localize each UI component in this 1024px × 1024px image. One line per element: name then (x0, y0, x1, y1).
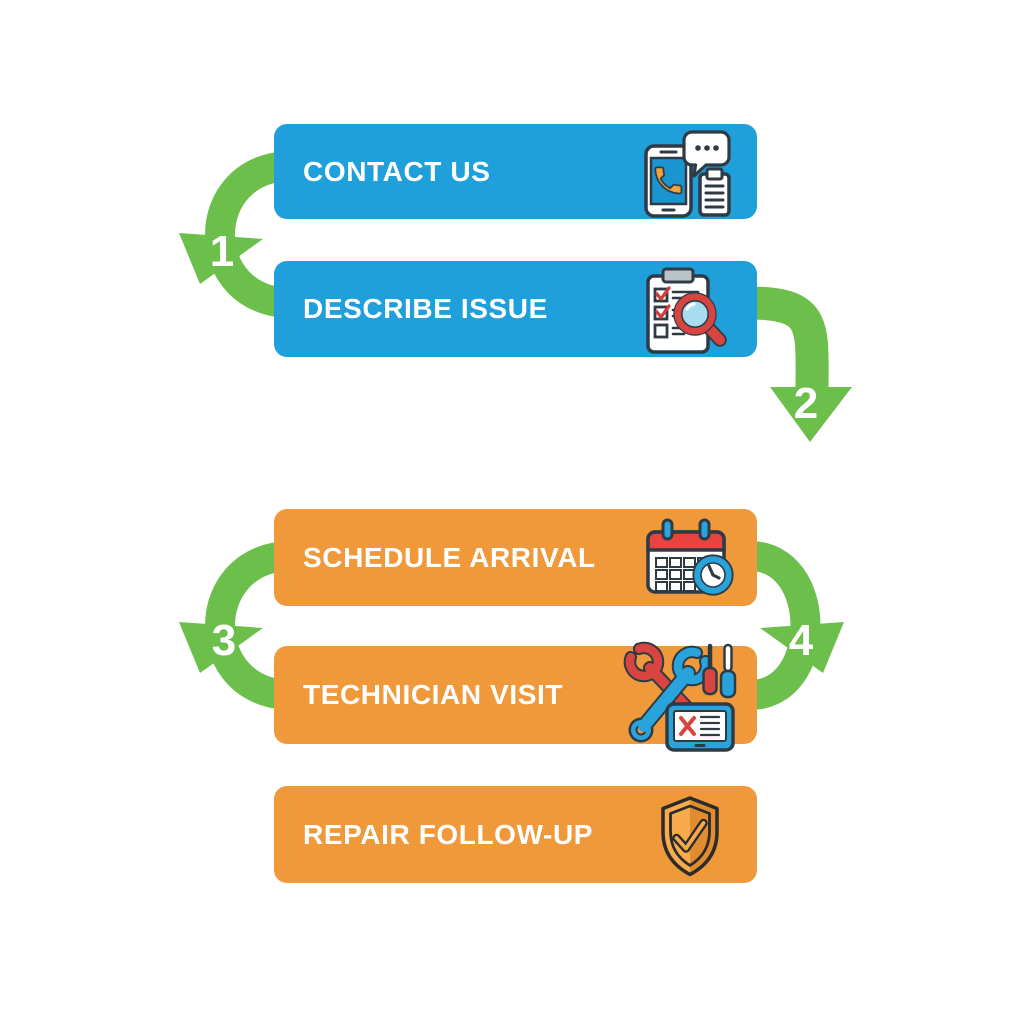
step-label-describe-issue: DESCRIBE ISSUE (303, 293, 548, 324)
arrowhead-down-icon (760, 622, 844, 673)
arrowhead-down-icon (179, 622, 263, 673)
step-label-repair-follow-up: REPAIR FOLLOW-UP (303, 818, 594, 850)
tools-tablet-icon (623, 641, 737, 752)
step-bar-schedule-arrival: SCHEDULE ARRIVAL (274, 509, 757, 606)
connector-arrow-3 (179, 541, 293, 710)
shield-check-icon (661, 796, 719, 877)
step-bar-repair-follow-up: REPAIR FOLLOW-UP (274, 786, 757, 883)
step-label-schedule-arrival: SCHEDULE ARRIVAL (303, 541, 596, 573)
phone-chat-icon (644, 130, 731, 218)
clipboard-magnifier-icon (646, 267, 727, 354)
step-label-contact-us: CONTACT US (303, 155, 491, 187)
connector-arrow-4 (748, 541, 844, 710)
connector-number-4: 4 (788, 616, 814, 665)
step-bar-contact-us: CONTACT US (274, 124, 757, 219)
step-bar-describe-issue: DESCRIBE ISSUE (274, 261, 757, 357)
connector-number-3: 3 (211, 616, 237, 665)
connector-number-1: 1 (209, 227, 235, 276)
connector-arrow-1 (179, 151, 293, 318)
arrowhead-down-icon (770, 387, 852, 442)
step-label-technician-visit: TECHNICIAN VISIT (303, 679, 564, 710)
calendar-clock-icon (646, 518, 734, 596)
arrowhead-down-icon (179, 233, 263, 284)
connector-number-2: 2 (793, 379, 819, 428)
connector-arrow-2 (749, 286, 852, 442)
step-bar-technician-visit: TECHNICIAN VISIT (274, 641, 757, 752)
